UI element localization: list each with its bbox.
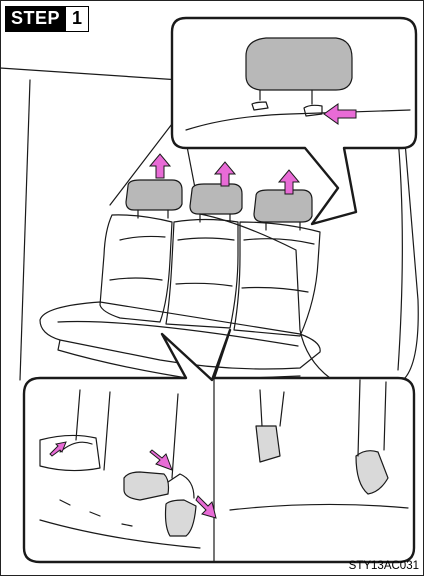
step-number: 1 (65, 7, 88, 31)
headrest-left (126, 180, 182, 210)
headrest-center (190, 184, 242, 214)
bottom-callout-frame (24, 330, 414, 562)
seat-belt-buckle-1 (124, 472, 169, 500)
step-badge: STEP 1 (5, 6, 89, 32)
zoomed-headrest (246, 38, 352, 90)
figure-code: STY13AC031 (349, 560, 419, 572)
headrest-right (254, 190, 312, 222)
up-arrow-1 (150, 154, 170, 178)
up-arrow-2 (215, 162, 235, 186)
seat-cushion-left (100, 215, 172, 322)
step-label: STEP (6, 7, 65, 31)
seat-belt-buckle-3 (256, 426, 280, 462)
seat-cushion-center (166, 220, 238, 329)
